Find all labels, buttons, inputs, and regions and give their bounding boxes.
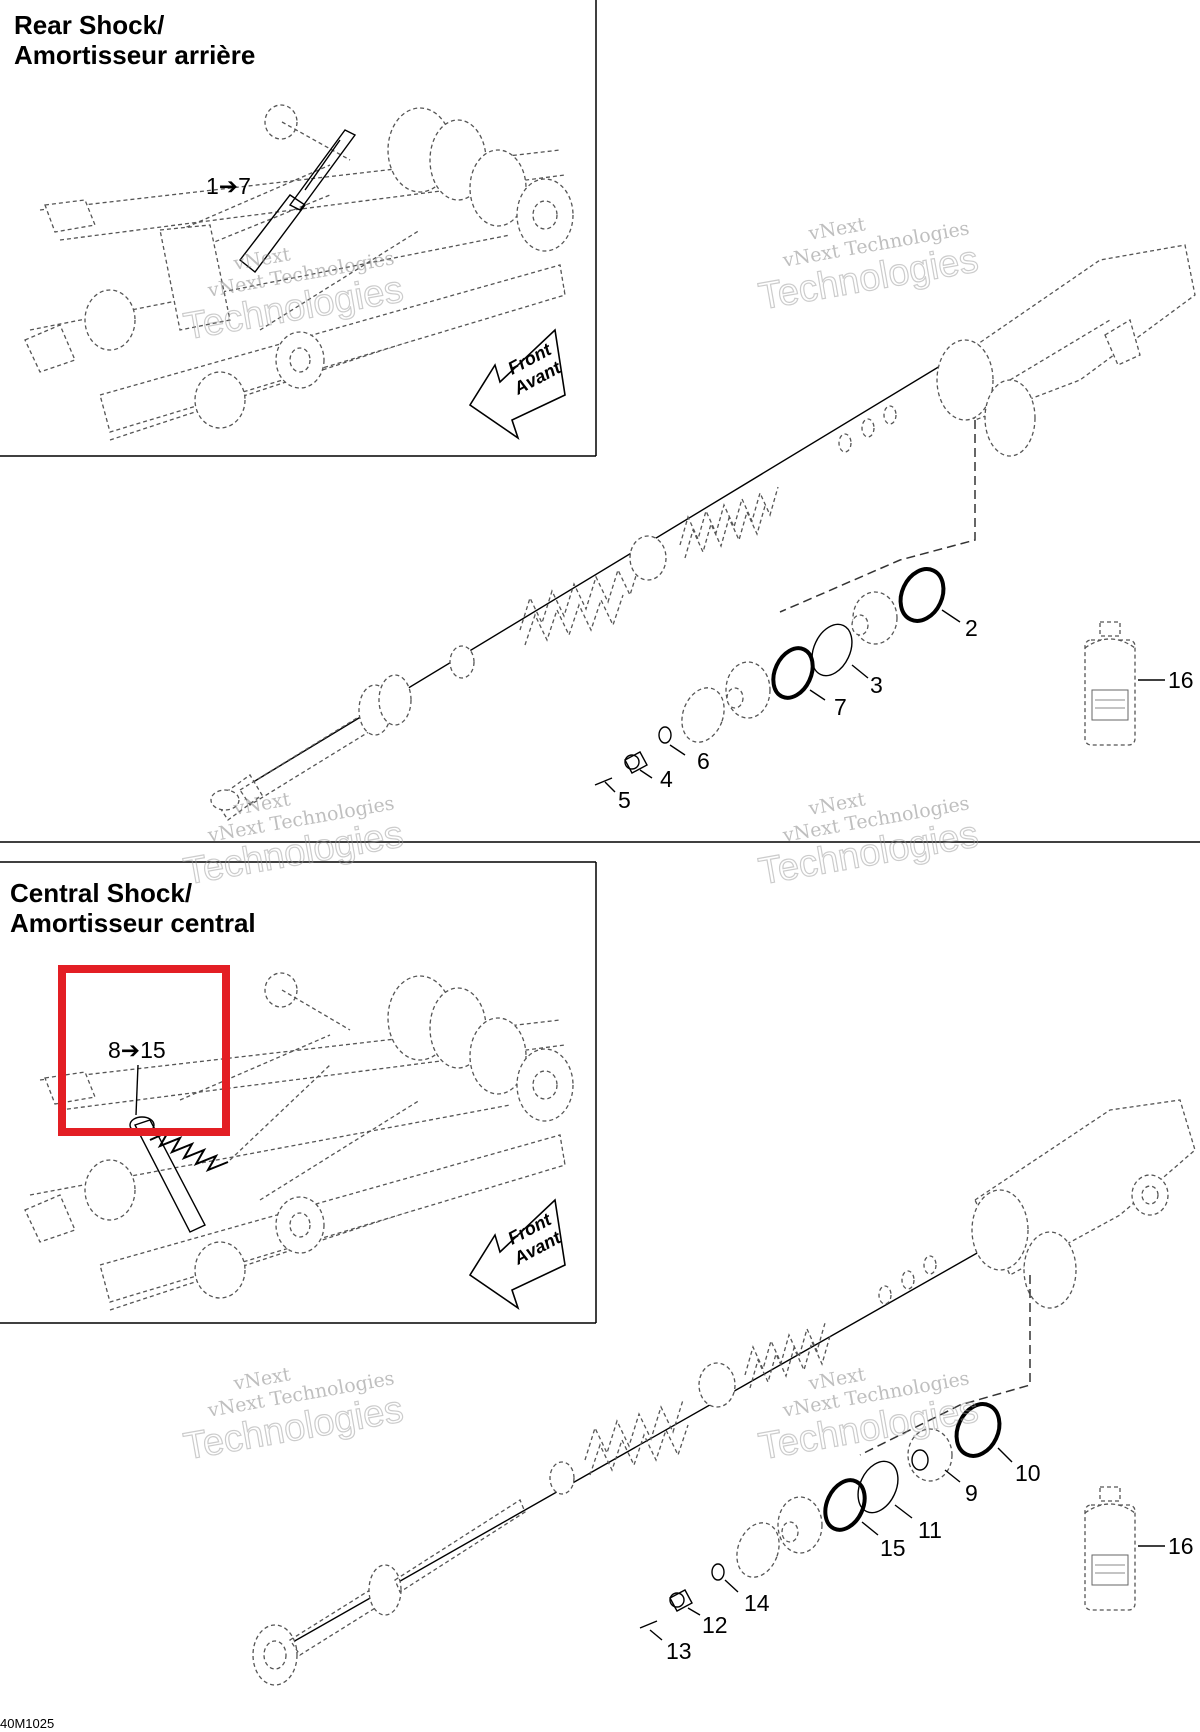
rear-exploded-shock — [210, 244, 1196, 821]
rear-suspension-illustration — [24, 104, 574, 441]
central-title-line1: Central Shock/ — [10, 878, 192, 908]
watermark-4: vNext vNext Technologies Technologies — [755, 788, 982, 894]
callout-6: 6 — [697, 748, 710, 774]
diagram-code: 40M1025 — [0, 1716, 54, 1731]
rear-inset-frame — [0, 0, 597, 457]
callout-5: 5 — [618, 787, 631, 813]
callout-10: 10 — [1015, 1460, 1041, 1486]
callout-16-central: 16 — [1168, 1533, 1194, 1559]
watermark-1: vNext vNext Technologies Technologies — [755, 213, 982, 319]
central-inset-frame — [0, 861, 597, 1324]
callout-11: 11 — [918, 1517, 942, 1543]
central-suspension-illustration — [24, 972, 574, 1311]
callout-15: 15 — [880, 1535, 906, 1561]
callout-13: 13 — [666, 1638, 692, 1664]
oil-bottle-central — [1084, 1486, 1165, 1611]
rear-range-label: 1➔7 — [206, 173, 251, 199]
rear-title-line2: Amortisseur arrière — [14, 40, 255, 70]
callout-4: 4 — [660, 766, 673, 792]
callout-14: 14 — [744, 1590, 770, 1616]
watermark-3: vNext vNext Technologies Technologies — [180, 788, 407, 894]
range-leader — [135, 1064, 139, 1116]
rear-shock-sketch — [239, 129, 357, 273]
central-title-line2: Amortisseur central — [10, 908, 256, 938]
callout-16-rear: 16 — [1168, 667, 1194, 693]
callout-2: 2 — [965, 615, 978, 641]
central-range-label: 8➔15 — [108, 1037, 166, 1063]
highlight-box — [58, 965, 230, 1136]
front-arrow-rear: Front Avant — [468, 328, 566, 441]
rear-title-line1: Rear Shock/ — [14, 10, 164, 40]
front-arrow-central: Front Avant — [468, 1198, 566, 1311]
oil-bottle-rear — [1084, 621, 1165, 746]
callout-7: 7 — [834, 694, 847, 720]
callout-3: 3 — [870, 672, 883, 698]
callout-9: 9 — [965, 1480, 978, 1506]
watermark-5: vNext vNext Technologies Technologies — [180, 1363, 407, 1469]
callout-12: 12 — [702, 1612, 728, 1638]
central-exploded-shock — [252, 1099, 1196, 1686]
